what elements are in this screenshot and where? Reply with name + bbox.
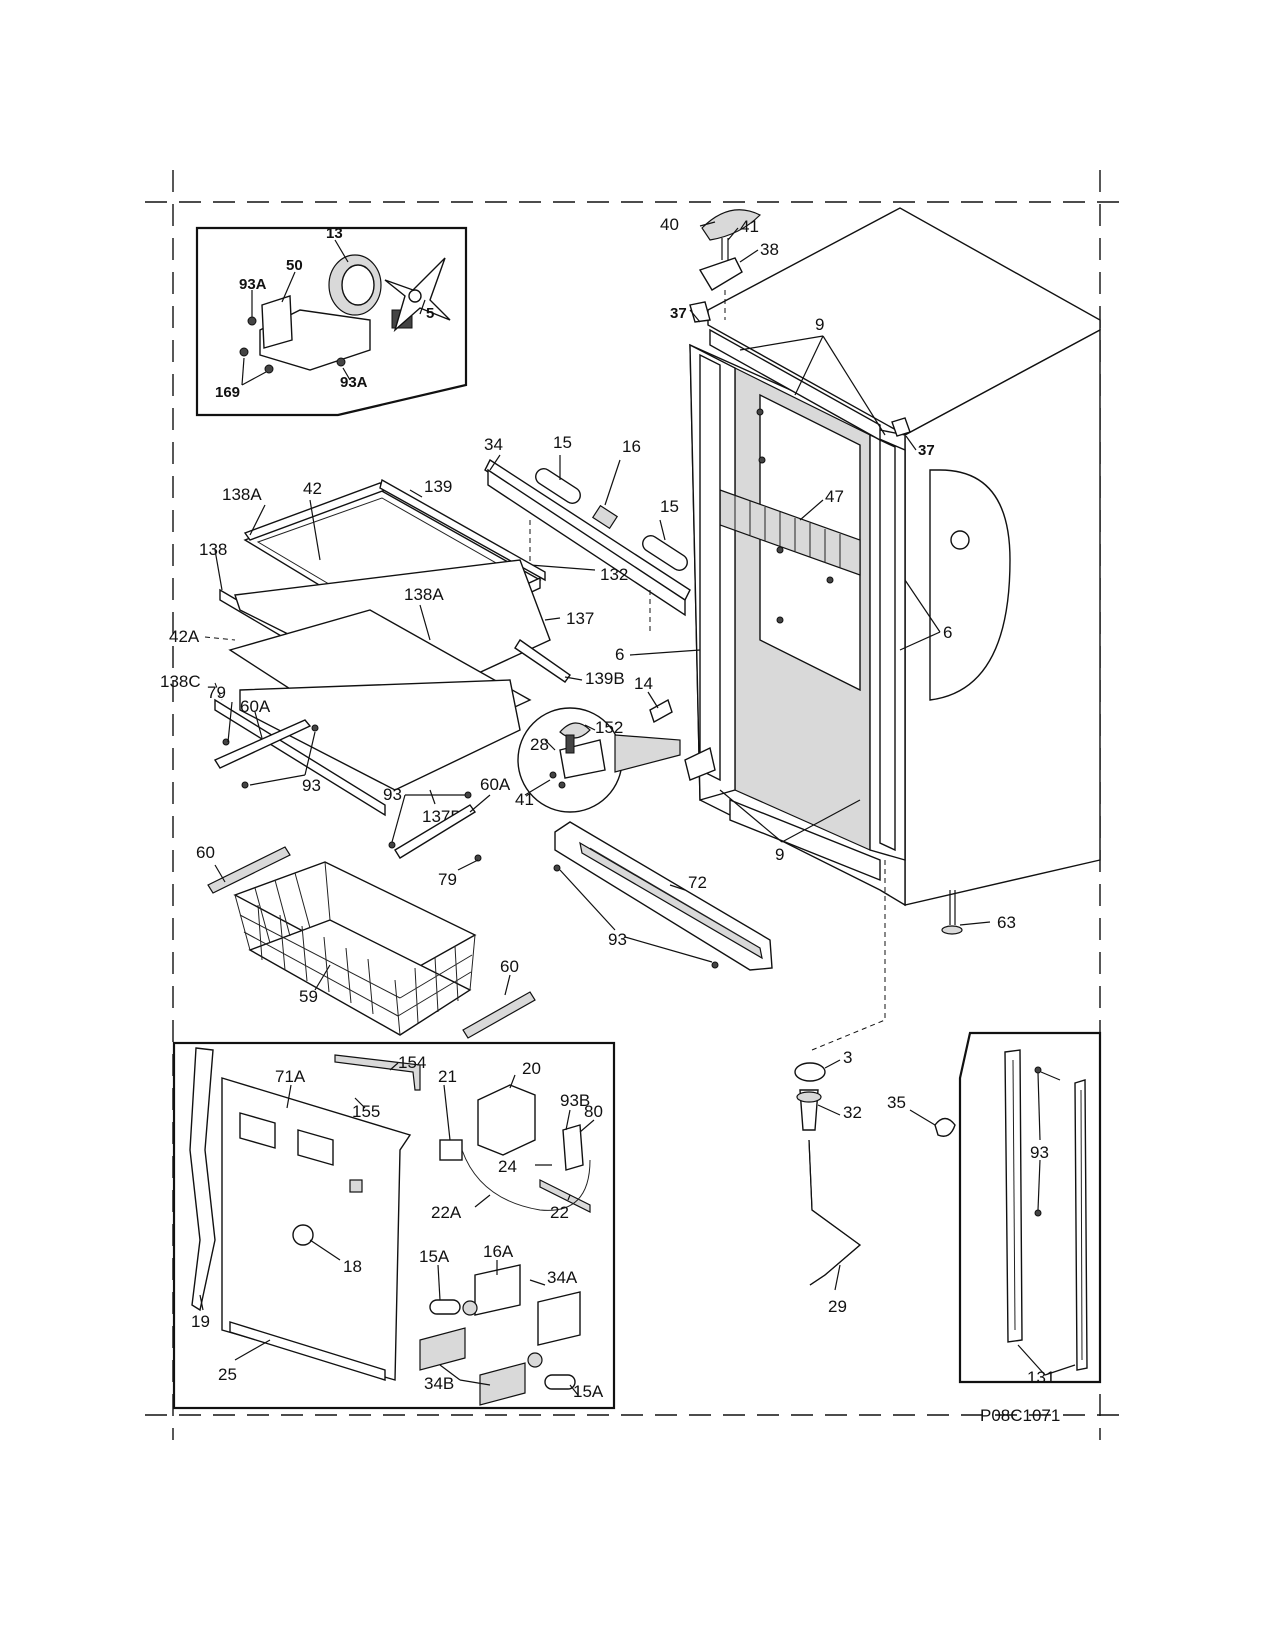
label-29: 29 bbox=[828, 1297, 847, 1316]
label-22a: 22A bbox=[431, 1203, 462, 1222]
label-21: 21 bbox=[438, 1067, 457, 1086]
label-19: 19 bbox=[191, 1312, 210, 1331]
label-16: 16 bbox=[622, 437, 641, 456]
label-15-b: 15 bbox=[660, 497, 679, 516]
leveling-leg bbox=[941, 890, 991, 935]
toe-grille bbox=[553, 821, 773, 971]
upper-light-assembly bbox=[484, 454, 691, 635]
label-42: 42 bbox=[303, 479, 322, 498]
label-40: 40 bbox=[660, 215, 679, 234]
label-15a-bottom: 15A bbox=[573, 1382, 604, 1401]
label-139: 139 bbox=[424, 477, 452, 496]
drawing-code: P08C1071 bbox=[980, 1406, 1060, 1425]
top-hinge bbox=[689, 209, 911, 437]
label-93-rail: 93 bbox=[1030, 1143, 1049, 1162]
label-60a-mid: 60A bbox=[480, 775, 511, 794]
label-34: 34 bbox=[484, 435, 503, 454]
label-50: 50 bbox=[286, 257, 303, 274]
label-37-top: 37 bbox=[670, 305, 687, 322]
label-24: 24 bbox=[498, 1157, 517, 1176]
label-59: 59 bbox=[299, 987, 318, 1006]
freezer-cabinet bbox=[689, 207, 1101, 907]
clip-part bbox=[909, 1109, 956, 1137]
label-93a-fan-top: 93A bbox=[239, 276, 267, 293]
label-63: 63 bbox=[997, 913, 1016, 932]
label-154: 154 bbox=[398, 1053, 426, 1072]
label-93-mid: 93 bbox=[383, 785, 402, 804]
label-131: 131 bbox=[1027, 1368, 1055, 1387]
label-3: 3 bbox=[843, 1048, 852, 1067]
label-18: 18 bbox=[343, 1257, 362, 1276]
label-137: 137 bbox=[566, 609, 594, 628]
label-22: 22 bbox=[550, 1203, 569, 1222]
label-72: 72 bbox=[688, 873, 707, 892]
label-60-right: 60 bbox=[500, 957, 519, 976]
label-138c: 138C bbox=[160, 672, 201, 691]
label-47: 47 bbox=[825, 487, 844, 506]
label-41-top: 41 bbox=[740, 217, 759, 236]
rails-inset bbox=[958, 1031, 1102, 1384]
label-37-right: 37 bbox=[918, 442, 935, 459]
label-15-a: 15 bbox=[553, 433, 572, 452]
label-41-mid: 41 bbox=[515, 790, 534, 809]
fan-motor-inset bbox=[195, 226, 468, 417]
label-79-mid: 79 bbox=[438, 870, 457, 889]
label-138a-top: 138A bbox=[222, 485, 262, 504]
label-38: 38 bbox=[760, 240, 779, 259]
label-93-grille: 93 bbox=[608, 930, 627, 949]
label-71a: 71A bbox=[275, 1067, 306, 1086]
shelf-assembly bbox=[214, 478, 571, 817]
label-16a: 16A bbox=[483, 1242, 514, 1261]
label-60-left: 60 bbox=[196, 843, 215, 862]
shelf-leaders bbox=[204, 489, 583, 805]
cabinet-leaders bbox=[629, 221, 941, 843]
label-35: 35 bbox=[887, 1093, 906, 1112]
label-9-bottom: 9 bbox=[775, 845, 784, 864]
label-138a-mid: 138A bbox=[404, 585, 444, 604]
label-6-left: 6 bbox=[615, 645, 624, 664]
vent-slots bbox=[734, 496, 841, 568]
label-152: 152 bbox=[595, 718, 623, 737]
label-80: 80 bbox=[584, 1102, 603, 1121]
label-5: 5 bbox=[426, 305, 434, 322]
label-132: 132 bbox=[600, 565, 628, 584]
label-15a-top: 15A bbox=[419, 1247, 450, 1266]
label-139b: 139B bbox=[585, 669, 625, 688]
label-79-left: 79 bbox=[207, 683, 226, 702]
label-155: 155 bbox=[352, 1102, 380, 1121]
basket-slides bbox=[207, 701, 536, 1039]
label-42a: 42A bbox=[169, 627, 200, 646]
label-28: 28 bbox=[530, 735, 549, 754]
label-138: 138 bbox=[199, 540, 227, 559]
label-60a-left: 60A bbox=[240, 697, 271, 716]
lower-hinge-detail bbox=[517, 691, 716, 813]
wire-basket bbox=[233, 861, 477, 1036]
label-14: 14 bbox=[634, 674, 653, 693]
control-panel-inset bbox=[172, 1041, 616, 1410]
label-32: 32 bbox=[843, 1103, 862, 1122]
label-9-top: 9 bbox=[815, 315, 824, 334]
label-93-left: 93 bbox=[302, 776, 321, 795]
label-34b: 34B bbox=[424, 1374, 454, 1393]
label-13: 13 bbox=[326, 225, 343, 242]
label-93b: 93B bbox=[560, 1091, 590, 1110]
label-169: 169 bbox=[215, 384, 240, 401]
label-34a: 34A bbox=[547, 1268, 578, 1287]
label-25: 25 bbox=[218, 1365, 237, 1384]
label-93a-fan-bottom: 93A bbox=[340, 374, 368, 391]
label-20: 20 bbox=[522, 1059, 541, 1078]
label-6-right: 6 bbox=[943, 623, 952, 642]
drain-assembly bbox=[794, 860, 886, 1291]
